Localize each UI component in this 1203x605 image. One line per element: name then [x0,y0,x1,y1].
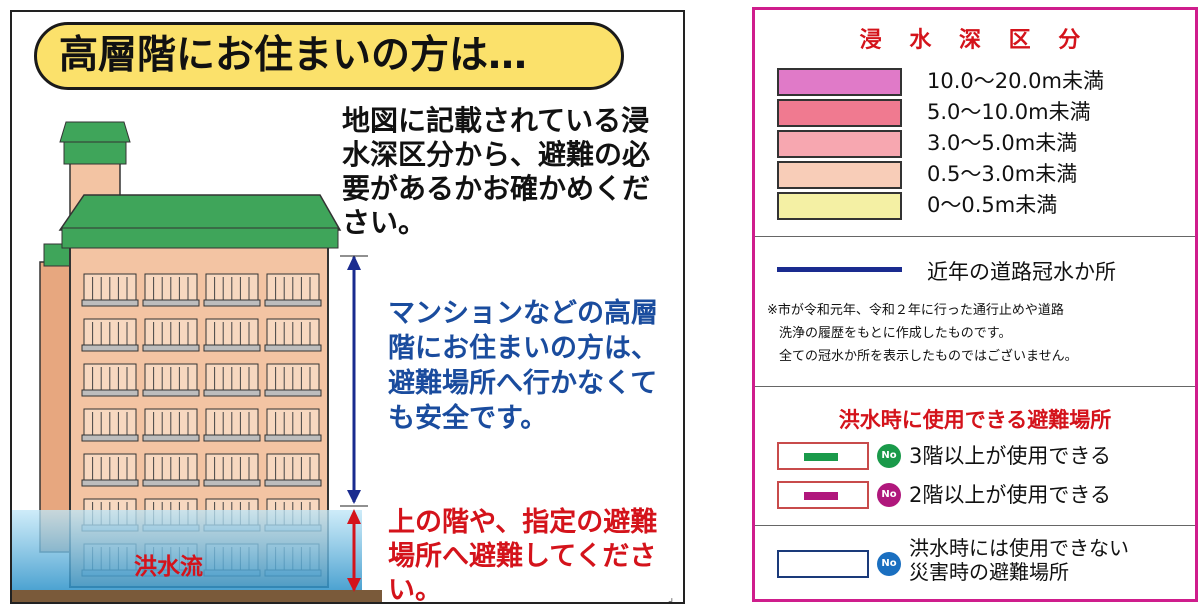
legend-row: 0.5～3.0m未満 [777,161,1197,193]
shelter-bar [804,492,838,500]
upper-floor-text: マンションなどの高層階にお住まいの方は、避難場所へ行かなくても安全です。 [388,298,658,434]
depth-swatch [777,130,902,158]
balcony-slab [264,299,322,307]
legend-label: 0.5～3.0m未満 [927,162,1078,186]
balcony-slab [142,479,200,487]
intro-text: 地図に記載されている浸水深区分から、避難の必要があるかお確かめください。 [342,104,651,239]
balcony-slab [264,434,322,442]
balcony-slab [203,434,261,442]
balcony-slab [264,479,322,487]
balcony-slab [142,299,200,307]
divider [755,386,1195,387]
shelter-label: 洪水時には使用できない 災害時の避難場所 [909,536,1129,584]
shelter-legend-title: 洪水時に使用できる避難場所 [838,408,1112,432]
depth-swatch [777,99,902,127]
road-flood-line [777,267,902,272]
road-flood-label: 近年の道路冠水か所 [927,260,1116,284]
map-legend-panel: 浸 水 深 区 分 10.0～20.0m未満 5.0～10.0m未満 3.0～5… [752,7,1198,602]
note-line: ※市が令和元年、令和２年に行った通行止めや道路 [767,303,1064,318]
balcony-slab [203,479,261,487]
shelter-row: No 洪水時には使用できない 災害時の避難場所 [777,536,1197,584]
legend-row: 0～0.5m未満 [777,192,1197,224]
balcony-slab [264,344,322,352]
corner-mark: ⌟ [668,591,674,604]
legend-label: 0～0.5m未満 [927,193,1058,217]
shelter-bar [804,453,838,461]
note-line: 洗浄の履歴をもとに作成したものです。 [779,326,1012,341]
balcony-slab [81,344,139,352]
page-title: 高層階にお住まいの方は… [34,22,624,90]
shelter-number-icon: No [877,444,901,468]
legend-row: 3.0～5.0m未満 [777,130,1197,162]
balcony-slab [81,389,139,397]
shelter-row: No 2階以上が使用できる [777,481,1197,513]
legend-label: 3.0～5.0m未満 [927,131,1078,155]
balcony-slab [203,299,261,307]
flood-label: 洪水流 [134,554,203,580]
legend-row: 5.0～10.0m未満 [777,99,1197,131]
shelter-swatch [777,550,869,578]
balcony-slab [81,434,139,442]
depth-legend-title: 浸 水 深 区 分 [859,28,1091,53]
legend-label: 5.0～10.0m未満 [927,100,1091,124]
shelter-label-line: 災害時の避難場所 [909,560,1069,584]
shelter-label: 3階以上が使用できる [909,444,1111,468]
depth-swatch [777,161,902,189]
divider [755,525,1195,526]
legend-label: 10.0～20.0m未満 [927,69,1104,93]
balcony-slab [81,479,139,487]
balcony-slab [142,344,200,352]
shelter-number-icon: No [877,483,901,507]
balcony-slab [81,299,139,307]
lower-floor-text: 上の階や、指定の避難場所へ避難してください。 [388,507,658,604]
shelter-number-icon: No [877,552,901,576]
shelter-label-line: 洪水時には使用できない [909,536,1129,560]
balcony-slab [142,389,200,397]
shelter-swatch [777,481,869,509]
note-line: 全ての冠水か所を表示したものではございません。 [779,349,1078,364]
balcony-slab [203,344,261,352]
road-flood-note: ※市が令和元年、令和２年に行った通行止めや道路 洗浄の履歴をもとに作成したもので… [767,299,1197,368]
evacuation-guide-panel: 高層階にお住まいの方は… 地図に記載されている浸水深区分から、避難の必要があるか… [10,10,685,604]
shelter-swatch [777,442,869,470]
balcony-slab [203,389,261,397]
balcony-slab [142,434,200,442]
shelter-row: No 3階以上が使用できる [777,442,1197,474]
legend-row: 10.0～20.0m未満 [777,68,1197,100]
building-illustration [12,121,382,602]
depth-swatch [777,192,902,220]
divider [755,236,1195,237]
shelter-label: 2階以上が使用できる [909,483,1111,507]
balcony-slab [264,389,322,397]
depth-swatch [777,68,902,96]
